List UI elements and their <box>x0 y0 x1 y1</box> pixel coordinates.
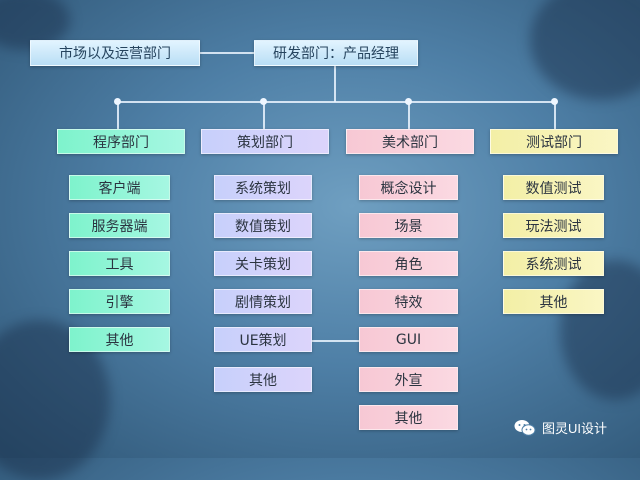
dept-program: 程序部门 <box>57 129 185 154</box>
plan-item: 剧情策划 <box>214 289 312 314</box>
dept-plan: 策划部门 <box>201 129 329 154</box>
program-item: 引擎 <box>69 289 170 314</box>
connector-top <box>200 52 254 54</box>
art-item: 特效 <box>359 289 458 314</box>
connector-test <box>554 101 556 129</box>
art-item: 角色 <box>359 251 458 276</box>
program-item: 服务器端 <box>69 213 170 238</box>
art-item: 其他 <box>359 405 458 430</box>
connector-rnd-down <box>334 66 336 102</box>
test-item: 数值测试 <box>503 175 604 200</box>
test-item: 玩法测试 <box>503 213 604 238</box>
background-blot <box>560 260 640 400</box>
connector-dot <box>551 98 558 105</box>
connector-program <box>117 101 119 129</box>
test-item: 其他 <box>503 289 604 314</box>
connector-art <box>408 101 410 129</box>
dept-art: 美术部门 <box>346 129 474 154</box>
program-item: 客户端 <box>69 175 170 200</box>
connector-plan <box>263 101 265 129</box>
background-blot <box>530 0 640 100</box>
wechat-icon <box>514 419 536 437</box>
plan-item: 关卡策划 <box>214 251 312 276</box>
connector-dot <box>114 98 121 105</box>
connector-dot <box>405 98 412 105</box>
program-item: 其他 <box>69 327 170 352</box>
connector-dot <box>260 98 267 105</box>
test-item: 系统测试 <box>503 251 604 276</box>
dept-test: 测试部门 <box>490 129 618 154</box>
plan-item: 系统策划 <box>214 175 312 200</box>
art-item: GUI <box>359 327 458 352</box>
rnd-node: 研发部门：产品经理 <box>254 40 418 66</box>
art-item: 外宣 <box>359 367 458 392</box>
marketing-node: 市场以及运营部门 <box>30 40 200 66</box>
watermark-text: 图灵UI设计 <box>542 421 608 436</box>
connector-hbus <box>117 101 555 103</box>
plan-item: 其他 <box>214 367 312 392</box>
watermark: 图灵UI设计 <box>514 418 607 437</box>
connector-ue-gui <box>311 340 359 342</box>
art-item: 概念设计 <box>359 175 458 200</box>
plan-item: 数值策划 <box>214 213 312 238</box>
plan-item: UE策划 <box>214 327 312 352</box>
art-item: 场景 <box>359 213 458 238</box>
program-item: 工具 <box>69 251 170 276</box>
